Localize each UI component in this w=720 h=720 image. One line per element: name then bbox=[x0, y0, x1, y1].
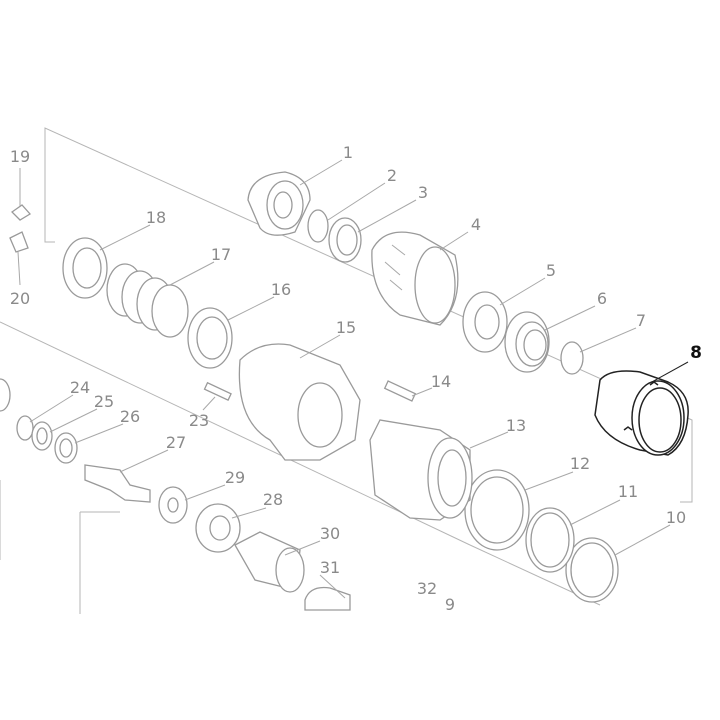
label-12[interactable]: 12 bbox=[570, 454, 590, 473]
label-31[interactable]: 31 bbox=[320, 558, 340, 577]
leader-lines bbox=[17, 159, 689, 599]
part-3-washer[interactable] bbox=[328, 217, 362, 263]
part-16-ring-plate[interactable] bbox=[187, 307, 233, 369]
label-1[interactable]: 1 bbox=[343, 143, 353, 162]
part-7-snap-ring[interactable] bbox=[560, 341, 584, 375]
label-2[interactable]: 2 bbox=[387, 166, 397, 185]
part-12-plate[interactable] bbox=[464, 469, 530, 551]
label-17[interactable]: 17 bbox=[211, 245, 231, 264]
part-28-gear[interactable] bbox=[195, 503, 241, 553]
part-18-retainer[interactable] bbox=[62, 237, 108, 299]
label-24[interactable]: 24 bbox=[70, 378, 90, 397]
label-18[interactable]: 18 bbox=[146, 208, 166, 227]
frame-lines bbox=[0, 127, 693, 640]
label-19[interactable]: 19 bbox=[10, 147, 30, 166]
part-26-seal[interactable] bbox=[54, 432, 78, 464]
part-31-clutch[interactable] bbox=[304, 586, 351, 611]
label-10[interactable]: 10 bbox=[666, 508, 686, 527]
part-27-spindle[interactable] bbox=[84, 464, 151, 503]
part-24-ring[interactable] bbox=[16, 415, 34, 441]
label-32[interactable]: 32 bbox=[417, 579, 437, 598]
part-partial-left bbox=[0, 378, 11, 412]
part-20-clip[interactable] bbox=[9, 231, 29, 253]
label-28[interactable]: 28 bbox=[263, 490, 283, 509]
part-25-washer[interactable] bbox=[31, 421, 53, 451]
label-11[interactable]: 11 bbox=[618, 482, 638, 501]
label-7[interactable]: 7 bbox=[636, 311, 646, 330]
part-19-clip[interactable] bbox=[10, 204, 32, 221]
label-16[interactable]: 16 bbox=[271, 280, 291, 299]
label-26[interactable]: 26 bbox=[120, 407, 140, 426]
part-15-gear-housing[interactable] bbox=[238, 343, 361, 461]
part-13-housing[interactable] bbox=[369, 419, 473, 521]
part-1-nose-cap[interactable] bbox=[247, 171, 311, 236]
label-23[interactable]: 23 bbox=[189, 411, 209, 430]
label-30[interactable]: 30 bbox=[320, 524, 340, 543]
label-27[interactable]: 27 bbox=[166, 433, 186, 452]
label-4[interactable]: 4 bbox=[471, 215, 481, 234]
label-3[interactable]: 3 bbox=[418, 183, 428, 202]
part-11-o-ring[interactable] bbox=[525, 507, 575, 573]
label-9[interactable]: 9 bbox=[445, 595, 455, 614]
part-14-screw[interactable] bbox=[383, 380, 417, 402]
part-30-sleeve[interactable] bbox=[234, 531, 305, 593]
bottom-blank bbox=[0, 614, 720, 720]
label-29[interactable]: 29 bbox=[225, 468, 245, 487]
label-25[interactable]: 25 bbox=[94, 392, 114, 411]
label-8[interactable]: 8 bbox=[690, 343, 702, 363]
part-29-washer[interactable] bbox=[158, 486, 188, 524]
label-14[interactable]: 14 bbox=[431, 372, 451, 391]
part-labels: 1 2 3 4 5 6 7 8 9 10 11 12 13 14 15 16 1… bbox=[10, 143, 702, 614]
part-10-o-ring[interactable] bbox=[565, 537, 619, 603]
part-6-sleeve-ring[interactable] bbox=[504, 311, 550, 373]
part-4-grip-sleeve[interactable] bbox=[371, 231, 459, 326]
label-6[interactable]: 6 bbox=[597, 289, 607, 308]
part-5-bearing[interactable] bbox=[462, 291, 508, 353]
label-20[interactable]: 20 bbox=[10, 289, 30, 308]
label-5[interactable]: 5 bbox=[546, 261, 556, 280]
part-17-spring[interactable] bbox=[106, 263, 189, 338]
label-13[interactable]: 13 bbox=[506, 416, 526, 435]
label-15[interactable]: 15 bbox=[336, 318, 356, 337]
part-23-pin[interactable] bbox=[203, 381, 232, 401]
part-2-ring[interactable] bbox=[307, 209, 329, 243]
part-8-change-ring[interactable] bbox=[594, 370, 689, 456]
